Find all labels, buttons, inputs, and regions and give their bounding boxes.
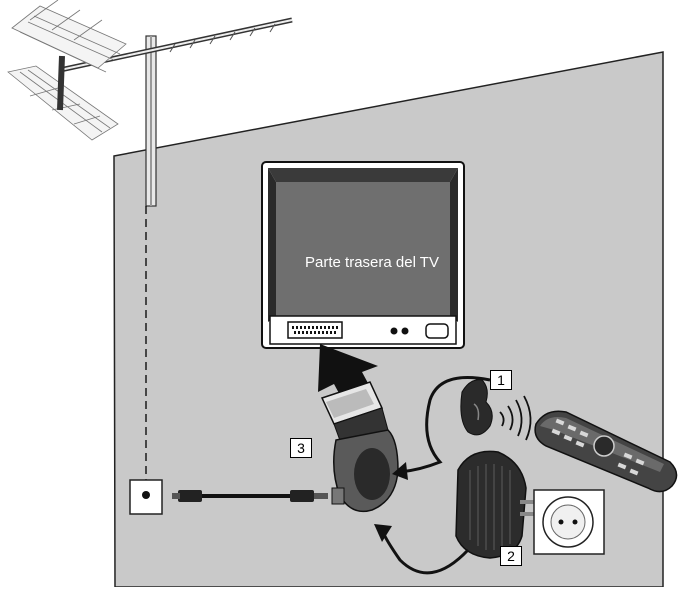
coax-cable-icon: [172, 490, 328, 502]
step-3-label: 3: [290, 438, 312, 458]
step-2-label: 2: [500, 546, 522, 566]
tv-back-label: Parte trasera del TV: [305, 254, 439, 271]
wall-socket-icon: [129, 479, 163, 515]
power-outlet-icon: [533, 489, 605, 555]
antenna-icon: [7, 0, 293, 207]
ir-sensor-icon: [392, 376, 532, 480]
step-1-label: 1: [490, 370, 512, 390]
scart-adapter-icon: [320, 381, 399, 513]
power-adapter-icon: [374, 450, 534, 575]
remote-control-icon: [534, 410, 678, 493]
tv-back-icon: [261, 161, 465, 349]
